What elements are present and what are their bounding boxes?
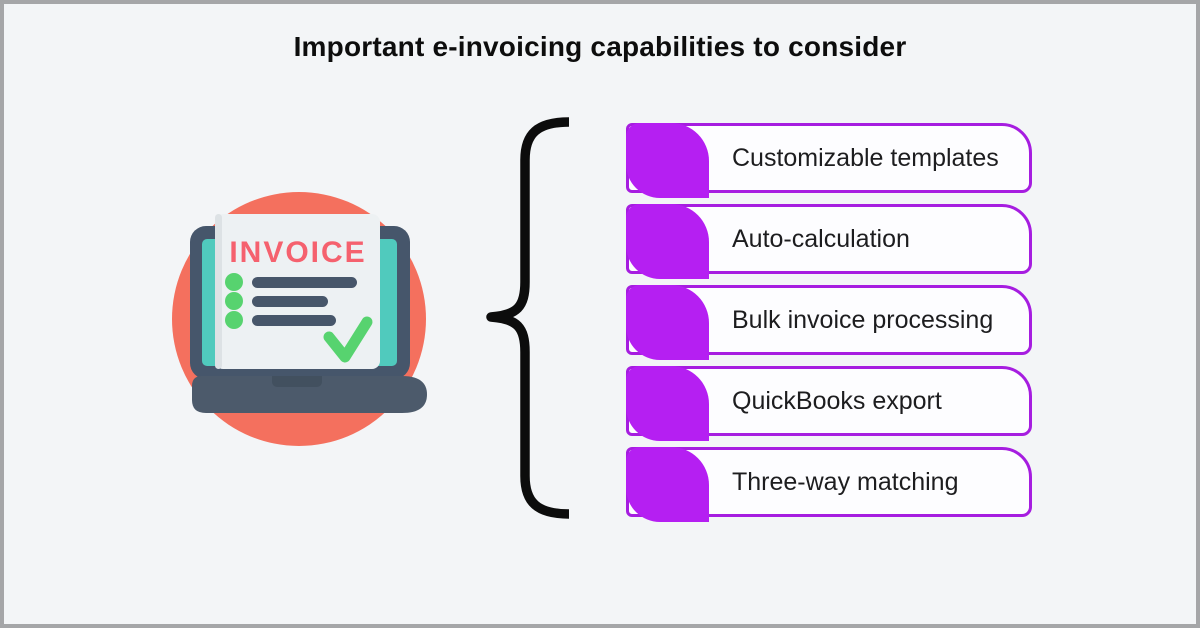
capability-item: QuickBooks export [626,366,1032,441]
bullet-dot [225,292,243,310]
text-line [252,277,357,288]
item-label: Three-way matching [732,467,959,496]
bullet-dot [225,273,243,291]
item-label: Bulk invoice processing [732,305,994,334]
curly-brace-path [486,117,570,519]
invoice-laptop-icon: INVOICE [172,192,427,446]
capability-item: Three-way matching [626,447,1032,522]
item-accent-badge [626,204,709,279]
laptop-notch [272,376,322,387]
capability-item: Bulk invoice processing [626,285,1032,360]
page-title: Important e-invoicing capabilities to co… [293,31,907,62]
item-accent-badge [626,285,709,360]
checkmark-icon [323,316,373,363]
item-accent-badge [626,123,709,198]
laptop-base [192,376,427,413]
paper-edge-shade [215,214,222,369]
item-accent-badge [626,447,709,522]
item-label: Customizable templates [732,143,999,172]
invoice-paper [215,214,380,369]
text-line [252,296,328,307]
item-label: Auto-calculation [732,224,910,253]
text-line [252,315,336,326]
capability-item: Auto-calculation [626,204,1032,279]
item-label: QuickBooks export [732,386,942,415]
capability-item: Customizable templates [626,123,1032,198]
curly-brace-icon [486,117,570,519]
bullet-dot [225,311,243,329]
item-accent-badge [626,366,709,441]
invoice-paper-title: INVOICE [229,236,366,269]
capability-list: Customizable templates Auto-calculation … [626,123,1032,528]
